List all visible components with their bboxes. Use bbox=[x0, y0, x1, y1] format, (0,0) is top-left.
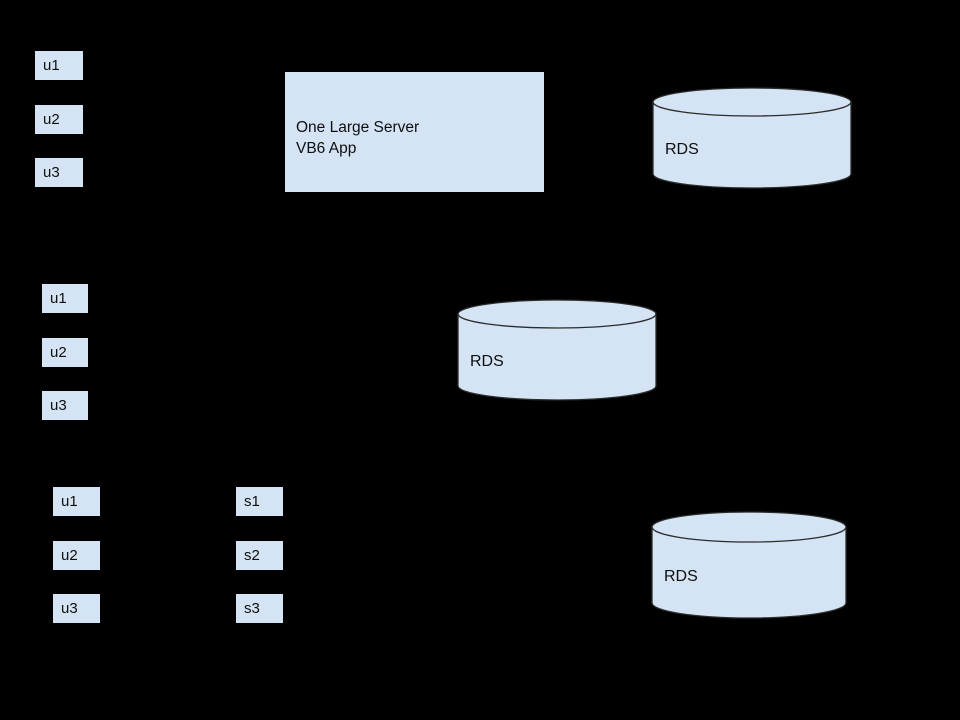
user-node-label: u3 bbox=[50, 397, 67, 414]
user-node-label: u2 bbox=[61, 547, 78, 564]
user-node-u2-row3[interactable]: u2 bbox=[53, 541, 100, 570]
service-node-label: s3 bbox=[244, 600, 260, 617]
service-node-label: s2 bbox=[244, 547, 260, 564]
user-node-label: u1 bbox=[61, 493, 78, 510]
server-node-label: One Large Server VB6 App bbox=[296, 119, 420, 158]
user-node-u3-row1[interactable]: u3 bbox=[35, 158, 83, 187]
user-node-u2-row1[interactable]: u2 bbox=[35, 105, 83, 134]
user-node-u3-row3[interactable]: u3 bbox=[53, 594, 100, 623]
database-node-label: RDS bbox=[664, 568, 698, 585]
database-cylinder-icon bbox=[651, 511, 847, 619]
service-node-s2[interactable]: s2 bbox=[236, 541, 283, 570]
service-node-s3[interactable]: s3 bbox=[236, 594, 283, 623]
user-node-label: u1 bbox=[43, 57, 60, 74]
user-node-u1-row1[interactable]: u1 bbox=[35, 51, 83, 80]
service-node-s1[interactable]: s1 bbox=[236, 487, 283, 516]
service-node-label: s1 bbox=[244, 493, 260, 510]
user-node-u2-row2[interactable]: u2 bbox=[42, 338, 88, 367]
user-node-label: u2 bbox=[50, 344, 67, 361]
user-node-u3-row2[interactable]: u3 bbox=[42, 391, 88, 420]
database-node-label: RDS bbox=[665, 141, 699, 158]
database-node-rds-row3[interactable]: RDS bbox=[651, 511, 847, 619]
database-cylinder-icon bbox=[652, 87, 852, 189]
user-node-label: u3 bbox=[61, 600, 78, 617]
server-node-one-large-server[interactable]: One Large Server VB6 App bbox=[285, 72, 544, 192]
user-node-u1-row3[interactable]: u1 bbox=[53, 487, 100, 516]
user-node-label: u3 bbox=[43, 164, 60, 181]
database-node-rds-row1[interactable]: RDS bbox=[652, 87, 852, 189]
user-node-u1-row2[interactable]: u1 bbox=[42, 284, 88, 313]
user-node-label: u2 bbox=[43, 111, 60, 128]
user-node-label: u1 bbox=[50, 290, 67, 307]
database-node-label: RDS bbox=[470, 353, 504, 370]
database-cylinder-icon bbox=[457, 299, 657, 401]
database-node-rds-row2[interactable]: RDS bbox=[457, 299, 657, 401]
